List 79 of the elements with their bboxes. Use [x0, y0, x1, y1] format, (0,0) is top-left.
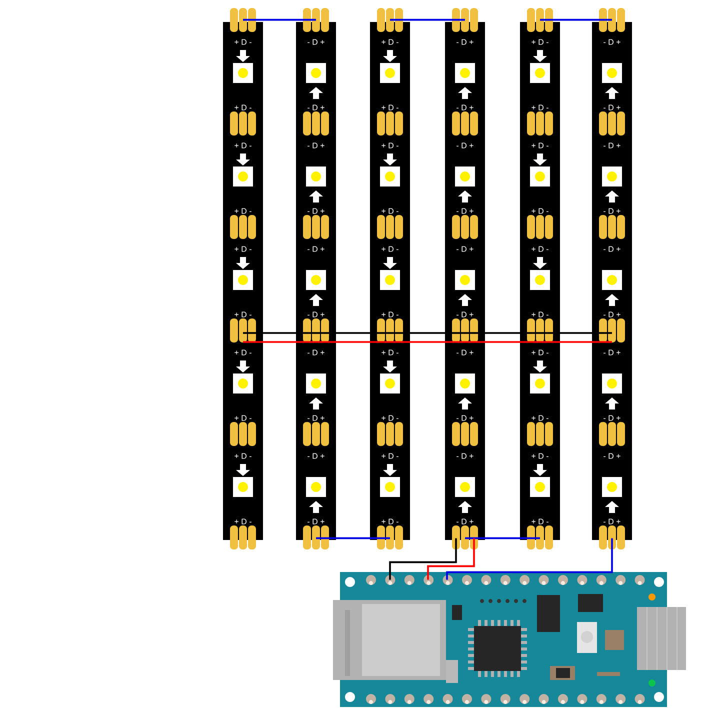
pin-label: + D - — [234, 39, 252, 45]
pin-label: + D - — [234, 312, 252, 318]
pin-label: - D + — [456, 350, 474, 356]
pin-label: + D - — [382, 142, 398, 148]
wire — [390, 332, 465, 334]
pin-label: + D - — [234, 415, 252, 421]
pin-label: - D + — [604, 415, 620, 421]
wire — [465, 341, 540, 343]
pin-label: + D - — [532, 39, 548, 45]
pin-label: - D + — [308, 208, 324, 214]
pin-label: + D - — [234, 350, 252, 356]
pin-label: - D + — [456, 415, 474, 421]
wire — [446, 538, 613, 580]
pin-label: - D + — [604, 312, 620, 318]
pin-label: - D + — [456, 312, 474, 318]
pin-label: - D + — [308, 518, 324, 524]
wire — [316, 537, 390, 540]
wire — [243, 341, 316, 343]
pin-label: - D + — [456, 453, 474, 459]
pin-label: - D + — [308, 350, 324, 356]
pin-label: + D - — [234, 142, 252, 148]
pin-label: + D - — [382, 518, 398, 524]
pin-label: + D - — [532, 312, 548, 318]
pin-label: - D + — [308, 415, 324, 421]
wire — [465, 332, 540, 334]
wire — [540, 18, 612, 21]
pin-label: - D + — [456, 142, 474, 148]
wire — [427, 538, 475, 580]
pin-label: - D + — [456, 518, 474, 524]
pin-label: - D + — [604, 453, 620, 459]
pin-label: - D + — [604, 246, 620, 252]
pin-label: - D + — [308, 104, 324, 110]
pin-label: - D + — [456, 246, 474, 252]
pin-label: + D - — [234, 518, 252, 524]
pin-label: + D - — [532, 142, 548, 148]
wire — [243, 332, 316, 334]
pin-label: - D + — [456, 208, 474, 214]
wire — [243, 18, 316, 21]
pin-label: + D - — [532, 518, 548, 524]
pin-label: + D - — [234, 208, 252, 214]
pin-label: - D + — [308, 453, 324, 459]
pin-label: - D + — [604, 142, 620, 148]
pin-label: - D + — [308, 142, 324, 148]
pin-label: + D - — [532, 415, 548, 421]
wire — [316, 341, 390, 343]
pin-label: - D + — [308, 39, 324, 45]
pin-label: + D - — [382, 415, 398, 421]
pin-label: + D - — [382, 453, 398, 459]
pin-label: - D + — [604, 350, 620, 356]
pin-label: - D + — [308, 246, 324, 252]
pin-label: + D - — [382, 312, 398, 318]
pin-label: - D + — [604, 104, 620, 110]
pin-label: - D + — [308, 312, 324, 318]
pin-label: + D - — [234, 104, 252, 110]
pin-label: - D + — [456, 104, 474, 110]
wire — [390, 341, 465, 343]
pin-label: + D - — [532, 453, 548, 459]
pin-label: + D - — [382, 350, 398, 356]
pin-label: + D - — [382, 208, 398, 214]
pin-label: + D - — [382, 104, 398, 110]
pin-label: + D - — [234, 246, 252, 252]
pin-label: + D - — [532, 246, 548, 252]
wire — [390, 18, 465, 21]
wire — [540, 332, 612, 334]
wire — [465, 537, 540, 540]
pin-label: + D - — [382, 246, 398, 252]
pin-label: + D - — [382, 39, 398, 45]
pin-label: - D + — [604, 39, 620, 45]
pin-label: - D + — [604, 208, 620, 214]
wire — [540, 341, 612, 343]
pin-label: + D - — [532, 208, 548, 214]
wire — [389, 538, 457, 580]
pin-label: - D + — [456, 39, 474, 45]
microcontroller-board-drawing — [333, 572, 686, 707]
pin-label: + D - — [234, 453, 252, 459]
wire — [316, 332, 390, 334]
pin-label: + D - — [532, 350, 548, 356]
pin-label: + D - — [532, 104, 548, 110]
pin-label: - D + — [604, 518, 620, 524]
